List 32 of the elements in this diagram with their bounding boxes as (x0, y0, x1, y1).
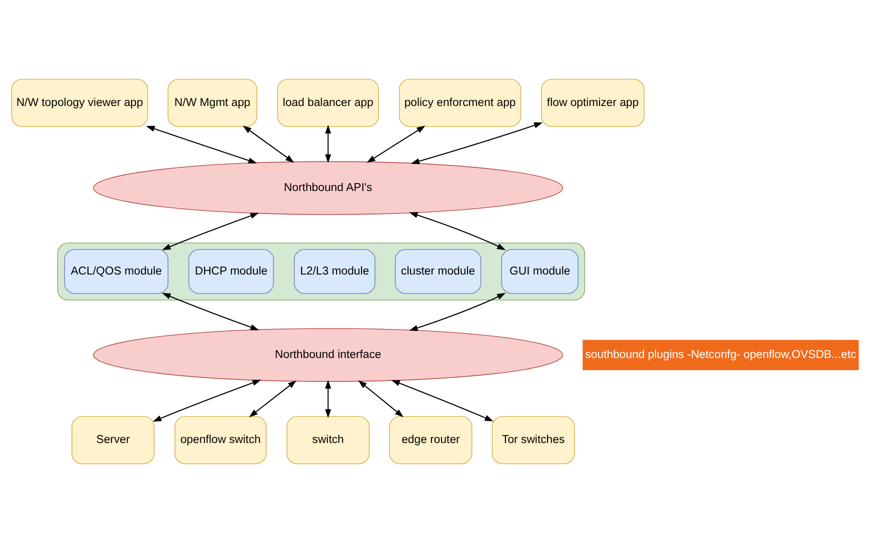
arrow (409, 212, 506, 250)
node-box: southbound plugins -Netconfg- openflow,OVSDB...etc (582, 340, 859, 370)
arrow (242, 126, 294, 163)
node-box: Tor switches (492, 416, 575, 464)
node-box: Server (72, 416, 155, 464)
node-box: N/W topology viewer app (11, 78, 148, 127)
arrow (325, 380, 332, 418)
node-box: L2/L3 module (294, 249, 376, 294)
node-box: openflow switch (174, 416, 267, 464)
node-box: cluster module (394, 249, 482, 294)
node-box: switch (286, 416, 370, 464)
arrow (358, 380, 404, 418)
node-box: load balancer app (277, 78, 379, 127)
node-box: ACL/QOS module (64, 249, 168, 294)
arrow (162, 212, 260, 250)
arrow (146, 126, 258, 164)
node-box: N/W Mgmt app (168, 78, 258, 127)
arrow (152, 380, 262, 422)
node-box: GUI module (501, 249, 579, 294)
node-box: DHCP module (188, 249, 274, 294)
node-box: policy enforcment app (398, 78, 522, 127)
arrow (162, 292, 260, 330)
arrow (366, 126, 426, 163)
arrow (391, 380, 494, 422)
arrow (325, 124, 332, 164)
arrow (409, 292, 506, 331)
arrow (249, 380, 296, 418)
node-box: flow optimizer app (541, 78, 645, 127)
node-ellipse: Northbound API's (93, 161, 564, 215)
node-ellipse: Northbound interface (93, 328, 564, 382)
node-box: edge router (389, 416, 472, 464)
arrow (410, 122, 543, 164)
